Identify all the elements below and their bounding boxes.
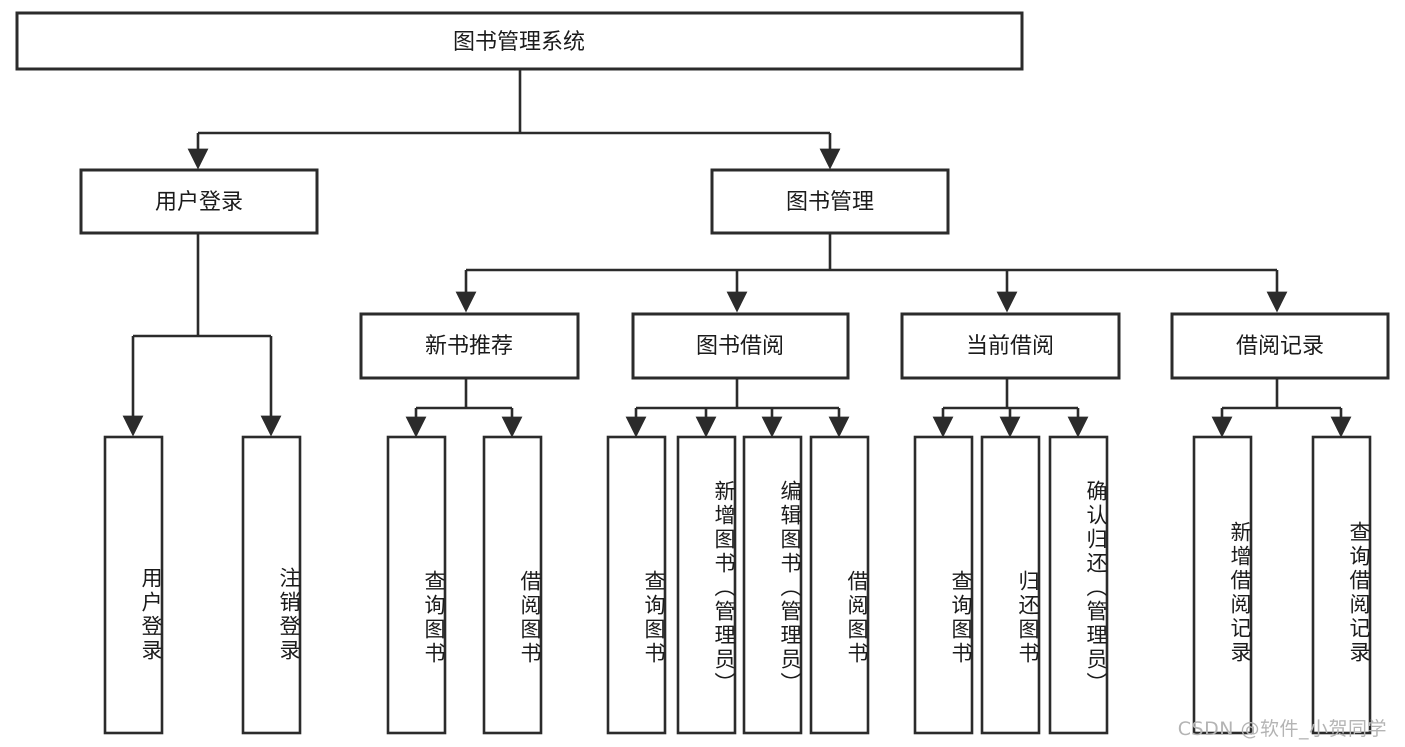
node-book-borrow-label: 图书借阅	[696, 334, 784, 359]
edge-bookborrow-to-leaves	[625, 378, 850, 438]
leaf-box-current-borrow-2[interactable]	[980, 435, 1041, 735]
edge-root-to-level2	[187, 69, 841, 170]
node-borrow-record-label: 借阅记录	[1236, 334, 1324, 359]
node-borrow-record[interactable]: 借阅记录	[1170, 312, 1390, 380]
edge-bookmgmt-to-level3	[455, 233, 1288, 313]
node-new-book-recommend[interactable]: 新书推荐	[359, 312, 580, 380]
node-user-login[interactable]: 用户登录	[79, 168, 319, 235]
node-user-login-label: 用户登录	[155, 190, 243, 215]
leaf-box-borrow-record-2[interactable]	[1311, 435, 1372, 735]
node-current-borrow-label: 当前借阅	[966, 334, 1054, 359]
node-book-management-label: 图书管理	[786, 190, 874, 215]
edge-userlogin-to-leaves	[122, 233, 282, 437]
leaf-box-current-borrow-3[interactable]	[1048, 435, 1109, 735]
leaf-box-new-book-1[interactable]	[386, 435, 447, 735]
edge-currentborrow-to-leaves	[932, 378, 1089, 438]
edge-newbook-to-leaves	[405, 378, 523, 438]
node-new-book-recommend-label: 新书推荐	[425, 334, 513, 359]
node-current-borrow[interactable]: 当前借阅	[900, 312, 1121, 380]
leaf-box-book-borrow-1[interactable]	[606, 435, 667, 735]
leaf-box-borrow-record-1[interactable]	[1192, 435, 1253, 735]
leaf-box-book-borrow-4[interactable]	[809, 435, 870, 735]
leaf-box-book-borrow-2[interactable]	[676, 435, 737, 735]
node-book-borrow[interactable]: 图书借阅	[631, 312, 850, 380]
edge-borrowrecord-to-leaves	[1211, 378, 1352, 438]
leaf-box-user-login-2[interactable]	[241, 435, 302, 735]
leaf-box-new-book-2[interactable]	[482, 435, 543, 735]
leaf-box-book-borrow-3[interactable]	[742, 435, 803, 735]
csdn-watermark: CSDN @软件_小贺同学	[1177, 718, 1387, 740]
node-book-management[interactable]: 图书管理	[710, 168, 950, 235]
node-root-label: 图书管理系统	[453, 30, 585, 55]
node-root[interactable]: 图书管理系统	[15, 11, 1024, 71]
leaf-box-user-login-1[interactable]	[103, 435, 164, 735]
leaf-box-current-borrow-1[interactable]	[913, 435, 974, 735]
